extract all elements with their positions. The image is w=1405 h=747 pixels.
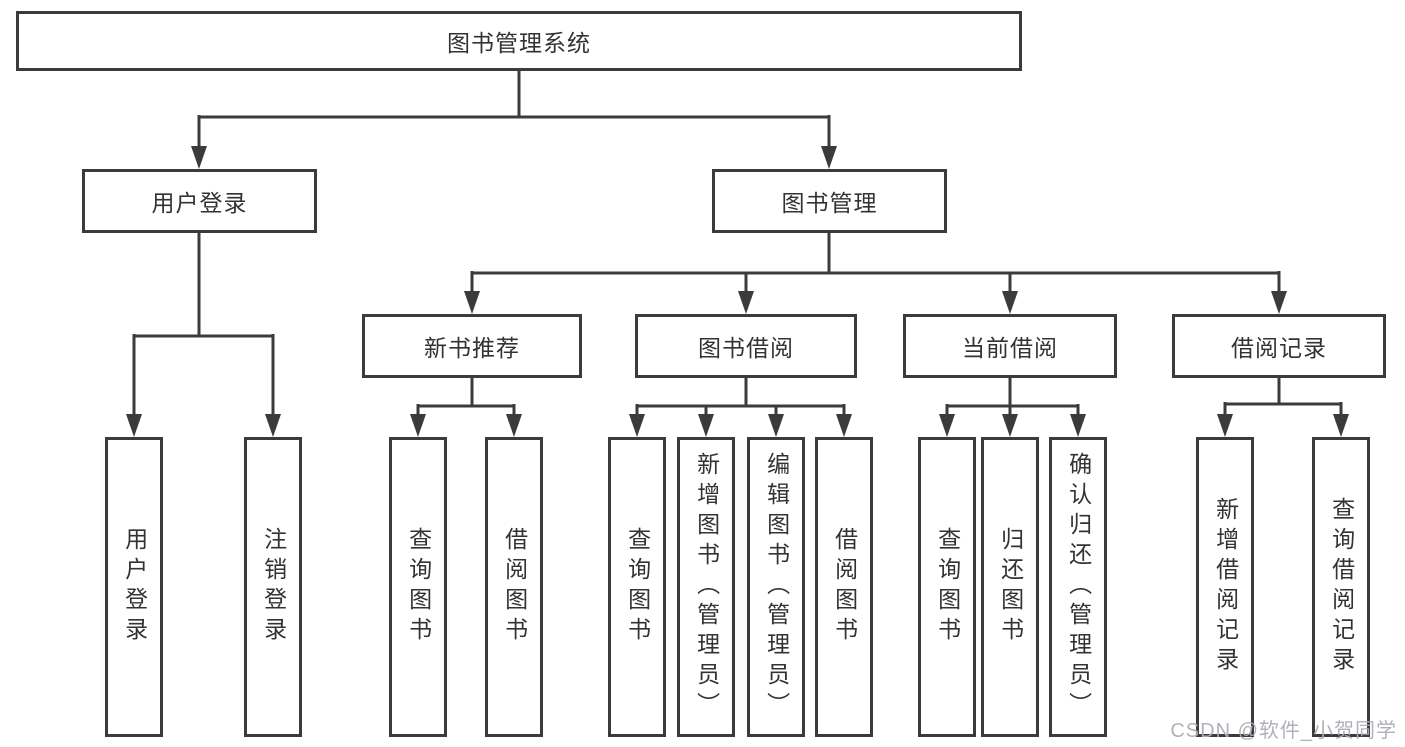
node-user-login: 用户登录 [82,169,317,233]
arrow-down-icon [191,146,207,169]
node-book-borrowing: 图书借阅 [635,314,857,378]
leaf-current-return-book: 归还图书 [981,437,1039,737]
leaf-current-confirm-return-admin: 确认归还（管理员） [1049,437,1107,737]
arrow-down-icon [738,291,754,314]
leaf-label: 归还图书 [997,527,1024,647]
leaf-records-add-record: 新增借阅记录 [1196,437,1254,737]
node-current-borrowing: 当前借阅 [903,314,1117,378]
arrow-down-icon [836,414,852,437]
edge-newbooks-to-leaves [416,378,516,418]
arrow-down-icon [410,414,426,437]
arrow-down-icon [939,414,955,437]
edge-userlogin-to-leaves [132,233,275,418]
arrow-down-icon [506,414,522,437]
leaf-label: 查询图书 [405,527,432,647]
leaf-label: 查询图书 [624,527,651,647]
arrow-down-icon [1002,414,1018,437]
leaf-borrowing-add-book-admin: 新增图书（管理员） [677,437,735,737]
arrow-down-icon [1217,414,1233,437]
arrow-down-icon [698,414,714,437]
leaf-user-login: 用户登录 [105,437,163,737]
leaf-current-query-book: 查询图书 [918,437,976,737]
leaf-borrowing-borrow-book: 借阅图书 [815,437,873,737]
leaf-label: 编辑图书（管理员） [763,452,790,722]
arrow-down-icon [126,414,142,437]
arrow-down-icon [1070,414,1086,437]
node-root-system: 图书管理系统 [16,11,1022,71]
leaf-label: 查询图书 [934,527,961,647]
leaf-label: 确认归还（管理员） [1065,452,1092,722]
leaf-label: 新增图书（管理员） [693,452,720,722]
leaf-label: 新增借阅记录 [1212,497,1239,677]
edge-borrowrecords-to-leaves [1223,378,1343,418]
node-new-book-recommend: 新书推荐 [362,314,582,378]
arrowheads [126,146,1349,437]
arrow-down-icon [265,414,281,437]
edge-root-to-level2 [197,71,831,150]
edge-bookborrow-to-leaves [635,378,846,418]
edge-currentborrow-to-leaves [945,378,1080,418]
arrow-down-icon [768,414,784,437]
leaf-borrowing-query-book: 查询图书 [608,437,666,737]
leaf-label: 查询借阅记录 [1328,497,1355,677]
leaf-label: 注销登录 [260,527,287,647]
leaf-borrowing-edit-book-admin: 编辑图书（管理员） [747,437,805,737]
leaf-label: 借阅图书 [831,527,858,647]
node-book-management: 图书管理 [712,169,947,233]
arrow-down-icon [1271,291,1287,314]
arrow-down-icon [629,414,645,437]
arrow-down-icon [464,291,480,314]
leaf-records-query-record: 查询借阅记录 [1312,437,1370,737]
csdn-watermark: CSDN @软件_小贺同学 [1170,720,1397,742]
leaf-label: 借阅图书 [501,527,528,647]
edge-bookmgmt-to-level3 [470,233,1281,295]
arrow-down-icon [821,146,837,169]
leaf-label: 用户登录 [121,527,148,647]
leaf-logout: 注销登录 [244,437,302,737]
leaf-newbooks-borrow-book: 借阅图书 [485,437,543,737]
leaf-newbooks-query-book: 查询图书 [389,437,447,737]
arrow-down-icon [1002,291,1018,314]
node-borrow-records: 借阅记录 [1172,314,1386,378]
arrow-down-icon [1333,414,1349,437]
